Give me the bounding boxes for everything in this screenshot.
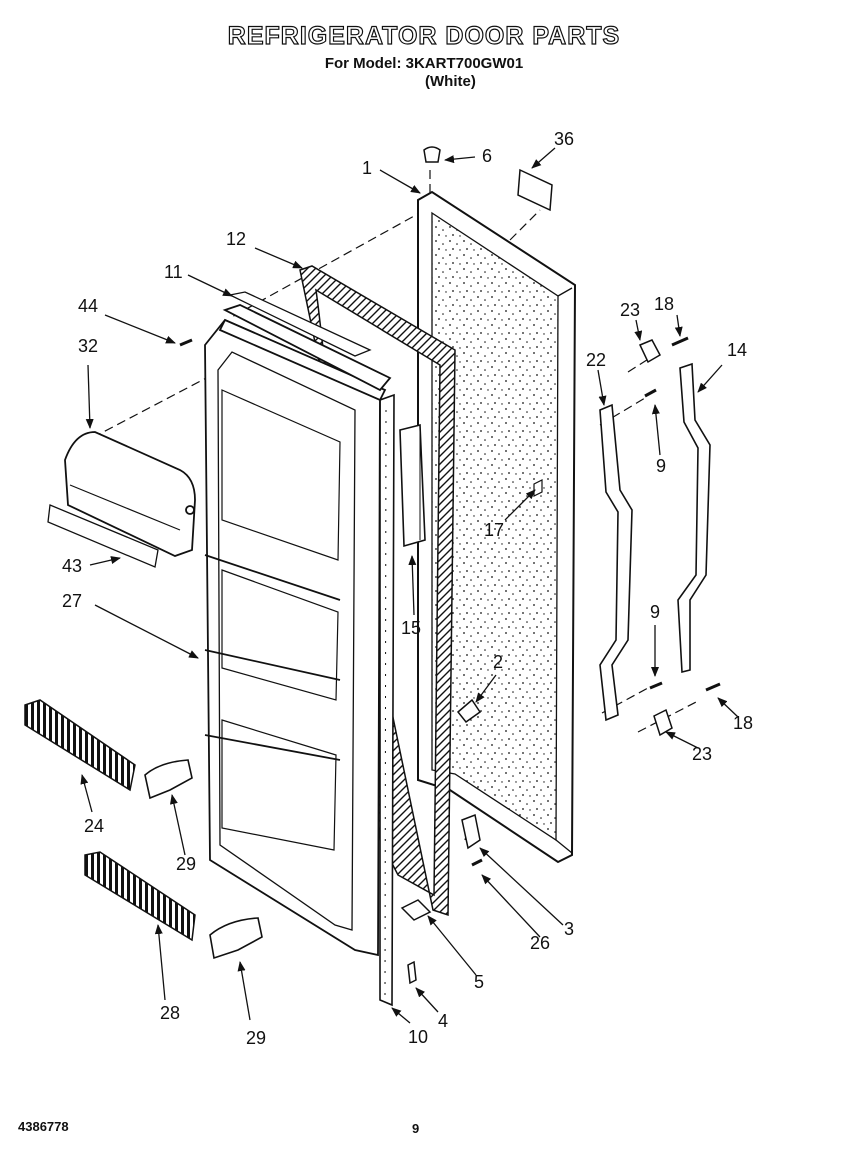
callout-18: 18 (654, 294, 674, 314)
handle-end-cap-bottom (653, 708, 673, 737)
callout-18-lower: 18 (733, 713, 753, 733)
screw-44 (179, 338, 193, 347)
callout-5: 5 (474, 972, 484, 992)
screw-4 (407, 960, 417, 985)
label-36 (517, 168, 553, 212)
callout-17: 17 (484, 520, 504, 540)
callout-29-lower: 29 (246, 1028, 266, 1048)
callout-44: 44 (78, 296, 98, 316)
callout-26: 26 (530, 933, 550, 953)
handle-bracket (599, 403, 633, 722)
model-line: For Model: 3KART700GW01 (324, 55, 524, 72)
leader-lines (80, 147, 739, 1024)
inner-door-liner (204, 304, 392, 957)
callout-6: 6 (482, 146, 492, 166)
hinge-bracket (400, 899, 432, 921)
callout-32: 32 (78, 336, 98, 356)
callout-36: 36 (554, 129, 574, 149)
outer-door-panel (417, 190, 577, 864)
dairy-compartment-door (47, 431, 196, 568)
callout-23-lower: 23 (692, 744, 712, 764)
callout-1: 1 (362, 158, 372, 178)
door-plug (423, 146, 441, 163)
callout-28: 28 (160, 1003, 180, 1023)
callout-43: 43 (62, 556, 82, 576)
callout-12: 12 (226, 229, 246, 249)
callout-11: 11 (164, 262, 183, 282)
callout-2: 2 (493, 652, 503, 672)
callout-15: 15 (401, 618, 421, 638)
foam-block (399, 423, 426, 548)
door-stop (456, 698, 482, 724)
callout-24: 24 (84, 816, 104, 836)
callout-3: 3 (564, 919, 574, 939)
callout-22: 22 (586, 350, 606, 370)
callout-14: 14 (727, 340, 747, 360)
handle-end-cap-top (638, 339, 662, 364)
callout-labels: 1 6 36 12 11 44 32 23 18 14 22 9 17 43 2… (62, 129, 753, 1048)
hinge-bushing (461, 813, 481, 850)
color-line: (White) (425, 73, 476, 90)
page-number: 9 (412, 1121, 420, 1136)
callout-10: 10 (408, 1027, 428, 1047)
callout-27: 27 (62, 591, 82, 611)
document-number: 4386778 (18, 1119, 69, 1134)
breaker-strip (379, 393, 395, 1007)
shelf-retainers (144, 759, 263, 960)
door-shelf-grilles (24, 699, 196, 942)
callout-23: 23 (620, 300, 640, 320)
hardware-parts (179, 146, 721, 985)
callout-9-lower: 9 (650, 602, 660, 622)
callout-29-upper: 29 (176, 854, 196, 874)
page-title: REFRIGERATOR DOOR PARTS (227, 21, 621, 50)
callout-4: 4 (438, 1011, 448, 1031)
door-cap-strip (227, 291, 372, 357)
callout-9-upper: 9 (656, 456, 666, 476)
handle-trim (677, 362, 711, 674)
